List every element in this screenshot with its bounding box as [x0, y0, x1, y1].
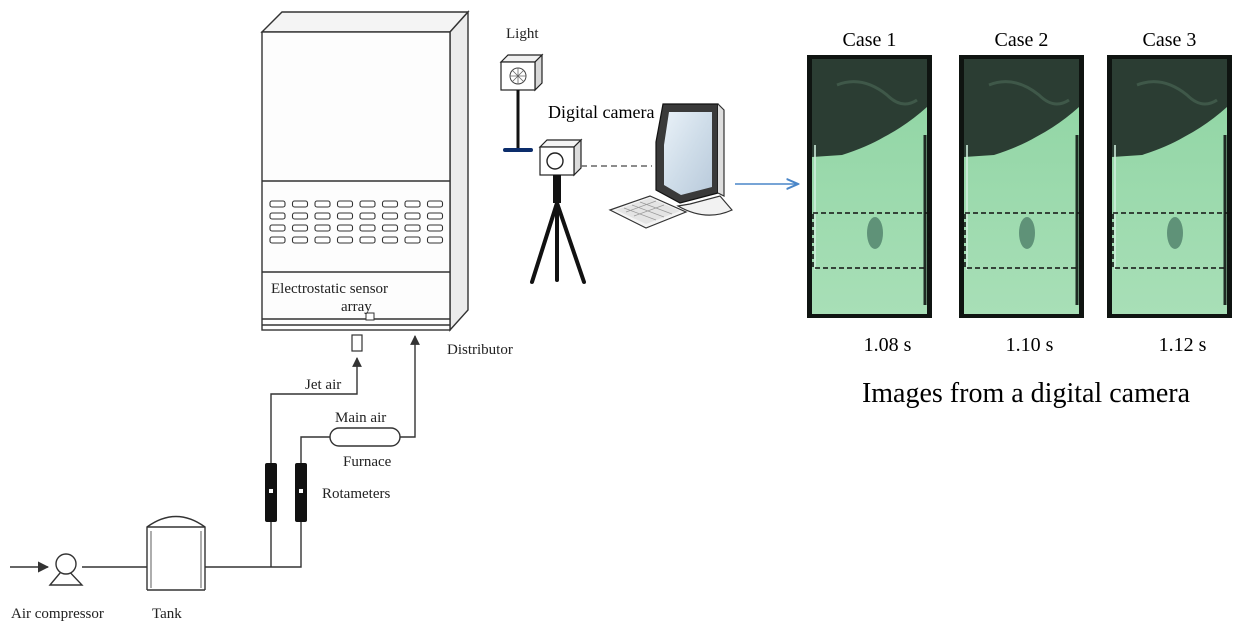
label-furnace: Furnace	[343, 454, 392, 470]
sensor-element	[381, 236, 399, 244]
label-light: Light	[506, 26, 539, 42]
jet-bubble	[867, 217, 883, 249]
sensor-element	[426, 224, 444, 232]
sensor-element	[269, 224, 286, 232]
sensor-element	[291, 212, 309, 220]
case-label: Case 1	[843, 29, 897, 51]
case-label: Case 2	[995, 29, 1049, 51]
camera-image-case-3: Case 3 1.12 s	[1107, 29, 1232, 356]
label-jet-air: Jet air	[305, 377, 341, 393]
sensor-element	[314, 212, 331, 220]
label-tank: Tank	[152, 606, 182, 622]
camera-tripod	[530, 175, 586, 284]
sensor-element	[336, 200, 354, 208]
sensor-element	[291, 224, 309, 232]
sensor-element	[269, 200, 286, 208]
sensor-element	[426, 200, 444, 208]
time-label: 1.10 s	[1006, 334, 1054, 356]
sensor-element	[314, 224, 331, 232]
sensor-element	[381, 212, 399, 220]
air-compressor	[48, 553, 84, 586]
region-of-interest-box	[1112, 212, 1230, 269]
sensor-element	[314, 200, 331, 208]
sensor-element	[381, 224, 399, 232]
label-digital-camera: Digital camera	[548, 102, 654, 122]
sensor-element	[314, 236, 331, 244]
light-lamp	[499, 53, 544, 152]
sensor-element	[336, 236, 354, 244]
label-distributor: Distributor	[447, 342, 513, 358]
sensor-element	[426, 212, 444, 220]
camera-image-case-2: Case 2 1.10 s	[959, 29, 1084, 356]
keyboard-icon	[608, 195, 688, 229]
images-caption: Images from a digital camera	[862, 378, 1191, 409]
label-sensor-line2: array	[341, 299, 372, 315]
label-sensor-line1: Electrostatic sensor	[271, 281, 388, 297]
sensor-element	[269, 236, 286, 244]
electrostatic-sensor-array	[269, 200, 444, 244]
time-label: 1.08 s	[864, 334, 912, 356]
digital-camera	[538, 138, 583, 177]
furnace-heater	[329, 427, 401, 447]
sensor-element	[291, 200, 309, 208]
camera-image-case-1: Case 1 1.08 s	[807, 29, 932, 356]
jet-bubble	[1167, 217, 1183, 249]
label-main-air: Main air	[335, 410, 386, 426]
jet-nozzle	[351, 334, 363, 352]
sensor-element	[404, 236, 421, 244]
label-rotameters: Rotameters	[322, 486, 390, 502]
tank	[146, 515, 206, 591]
jet-bubble	[1019, 217, 1035, 249]
sensor-element	[359, 200, 376, 208]
sensor-element	[404, 212, 421, 220]
sensor-element	[404, 224, 421, 232]
rotameters	[265, 463, 307, 522]
fluidized-bed-column	[260, 10, 470, 332]
sensor-element	[426, 236, 444, 244]
camera-images: Case 1 1.08 s Case 2 1.10 s Case 3 1.12 s	[807, 29, 1232, 356]
sensor-element	[359, 236, 376, 244]
computer-monitor-icon	[655, 103, 733, 216]
region-of-interest-box	[964, 212, 1082, 269]
sensor-element	[336, 212, 354, 220]
sensor-element	[336, 224, 354, 232]
sensor-element	[381, 200, 399, 208]
label-air-compressor: Air compressor	[11, 606, 104, 622]
time-label: 1.12 s	[1159, 334, 1207, 356]
region-of-interest-box	[812, 212, 930, 269]
case-label: Case 3	[1143, 29, 1197, 51]
sensor-element	[404, 200, 421, 208]
sensor-element	[359, 212, 376, 220]
air-piping	[10, 335, 420, 573]
sensor-element	[269, 212, 286, 220]
sensor-element	[291, 236, 309, 244]
sensor-element	[359, 224, 376, 232]
